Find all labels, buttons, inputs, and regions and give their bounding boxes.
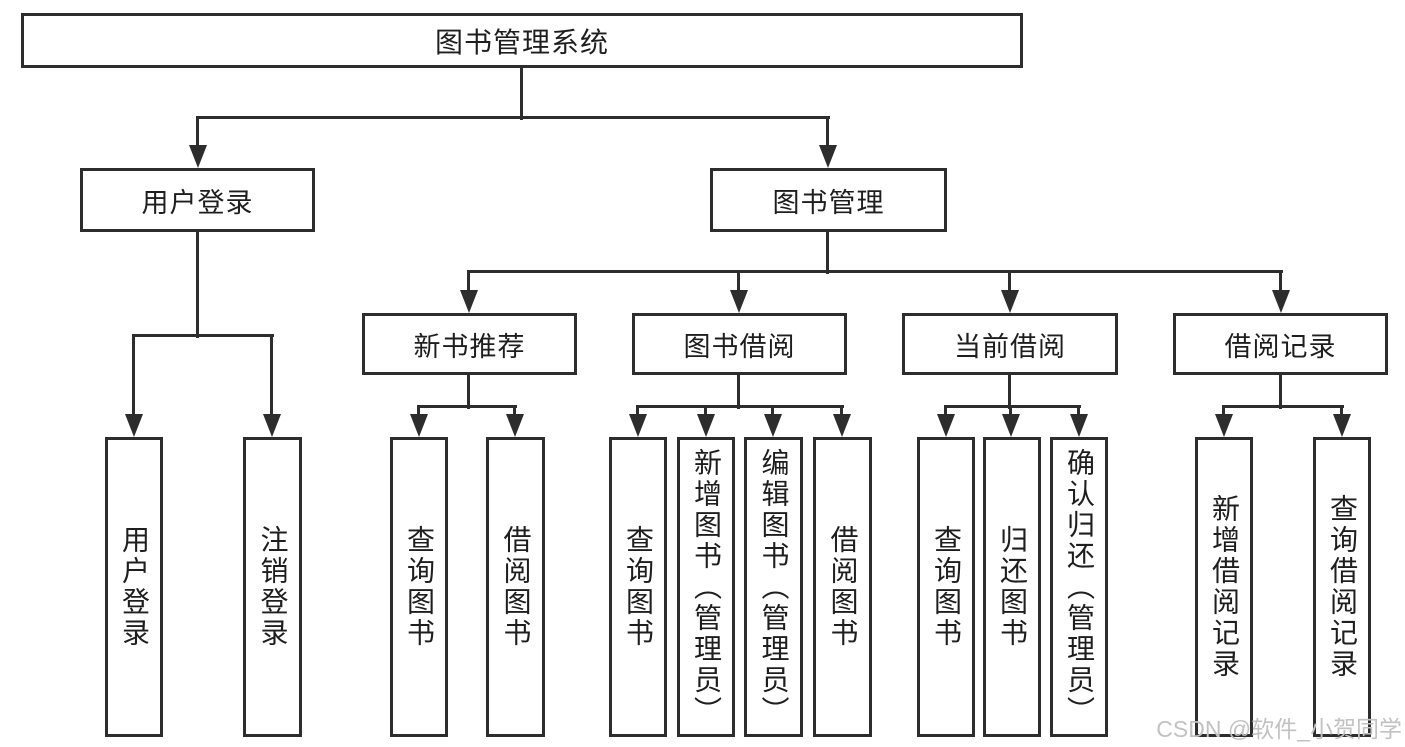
connector-vertical-line (467, 375, 470, 409)
node-system-root: 图书管理系统 (21, 13, 1023, 68)
arrow-shaft (704, 406, 707, 417)
node-current-borrowing: 当前借阅 (902, 313, 1118, 375)
connector-horizontal-line (944, 405, 1081, 408)
arrow-shaft (513, 406, 516, 417)
connector-vertical-line (196, 232, 199, 338)
arrow-shaft (1009, 406, 1012, 417)
node-borrowing-records: 借阅记录 (1173, 313, 1388, 375)
arrow-shaft (1279, 271, 1282, 293)
arrow-down-icon (410, 414, 428, 437)
connector-horizontal-line (417, 405, 517, 408)
arrow-down-icon (730, 290, 748, 313)
arrow-shaft (1340, 406, 1343, 417)
node-leaf-edit-book-admin: 编辑图书（管理员） (744, 437, 803, 737)
node-leaf-borrow-books-borrowing: 借阅图书 (813, 437, 872, 737)
arrow-shaft (737, 271, 740, 293)
arrow-shaft (771, 406, 774, 417)
connector-vertical-line (1279, 375, 1282, 409)
node-leaf-return-book: 归还图书 (983, 437, 1041, 737)
arrow-shaft (270, 335, 273, 417)
connector-horizontal-line (132, 334, 274, 337)
arrow-down-icon (833, 414, 851, 437)
arrow-down-icon (189, 145, 207, 168)
arrow-down-icon (697, 414, 715, 437)
connector-horizontal-line (467, 270, 1283, 273)
node-leaf-query-borrow-record: 查询借阅记录 (1313, 437, 1371, 737)
connector-horizontal-line (196, 116, 830, 119)
arrow-shaft (1077, 406, 1080, 417)
connector-vertical-line (520, 68, 523, 120)
connector-vertical-line (1008, 375, 1011, 409)
arrow-shaft (467, 271, 470, 293)
node-user-login: 用户登录 (80, 168, 315, 232)
node-leaf-query-books-borrowing: 查询图书 (609, 437, 667, 737)
node-leaf-add-book-admin: 新增图书（管理员） (677, 437, 735, 737)
arrow-shaft (944, 406, 947, 417)
arrow-shaft (840, 406, 843, 417)
csdn-watermark: CSDN @软件_小贺同学 (1156, 716, 1402, 742)
arrow-shaft (826, 117, 829, 148)
arrow-shaft (1008, 271, 1011, 293)
arrow-down-icon (1070, 414, 1088, 437)
arrow-down-icon (1001, 290, 1019, 313)
arrow-shaft (636, 406, 639, 417)
node-leaf-borrow-books-recommend: 借阅图书 (486, 437, 545, 737)
arrow-down-icon (937, 414, 955, 437)
arrow-down-icon (460, 290, 478, 313)
arrow-down-icon (1333, 414, 1351, 437)
arrow-down-icon (629, 414, 647, 437)
node-leaf-query-books-current: 查询图书 (917, 437, 975, 737)
arrow-down-icon (819, 145, 837, 168)
connector-horizontal-line (636, 405, 844, 408)
arrow-down-icon (125, 414, 143, 437)
arrow-down-icon (764, 414, 782, 437)
connector-horizontal-line (1222, 405, 1344, 408)
connector-vertical-line (826, 232, 829, 274)
arrow-down-icon (1215, 414, 1233, 437)
arrow-shaft (132, 335, 135, 417)
arrow-down-icon (263, 414, 281, 437)
node-leaf-confirm-return-admin: 确认归还（管理员） (1050, 437, 1108, 737)
node-leaf-add-borrow-record: 新增借阅记录 (1195, 437, 1253, 737)
node-new-book-recommend: 新书推荐 (362, 313, 577, 375)
node-leaf-logout: 注销登录 (243, 437, 302, 737)
arrow-shaft (196, 117, 199, 148)
node-book-management: 图书管理 (710, 168, 947, 232)
node-leaf-query-books-recommend: 查询图书 (390, 437, 448, 737)
arrow-down-icon (1002, 414, 1020, 437)
connector-vertical-line (737, 375, 740, 409)
arrow-shaft (1222, 406, 1225, 417)
arrow-down-icon (506, 414, 524, 437)
arrow-shaft (417, 406, 420, 417)
arrow-down-icon (1272, 290, 1290, 313)
node-book-borrowing: 图书借阅 (632, 313, 847, 375)
node-leaf-user-login: 用户登录 (105, 437, 163, 737)
